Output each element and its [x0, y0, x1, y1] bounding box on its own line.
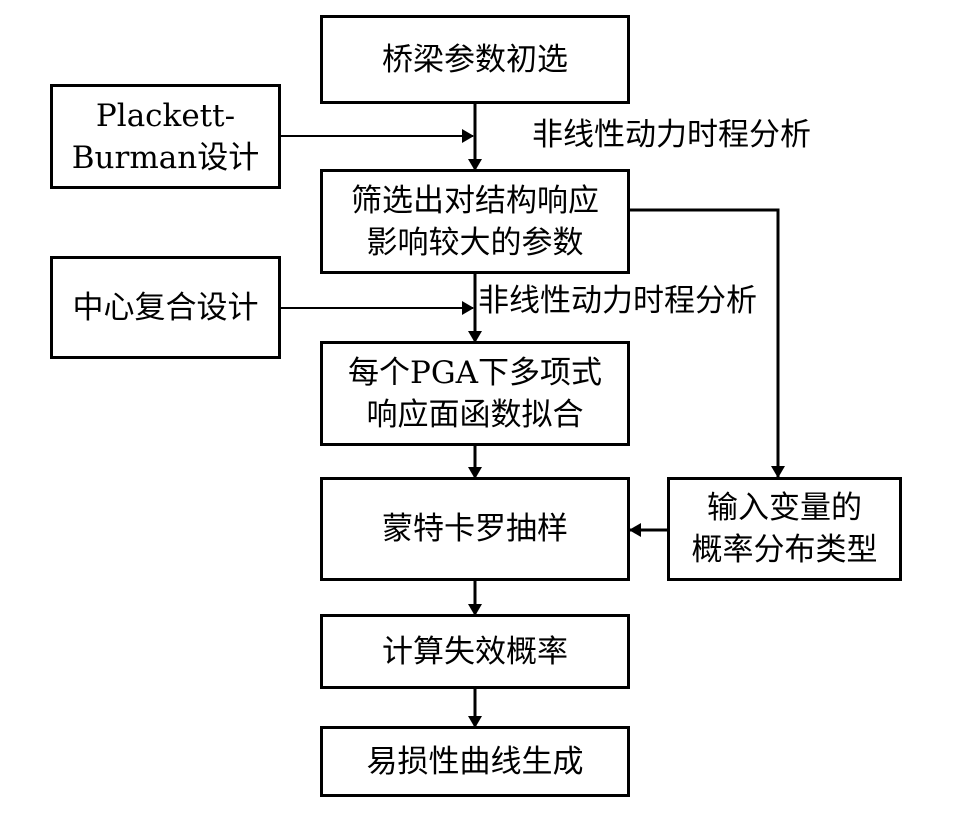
node-initial-selection: 桥梁参数初选 [320, 15, 630, 104]
node-central-composite: 中心复合设计 [50, 256, 281, 359]
node-response-surface-fit: 每个PGA下多项式 响应面函数拟合 [320, 341, 630, 446]
node-curve-text: 易损性曲线生成 [366, 743, 584, 780]
node-input-distribution: 输入变量的 概率分布类型 [667, 477, 902, 581]
node-dist-line1: 输入变量的 [707, 490, 862, 526]
node-dist-line2: 概率分布类型 [691, 532, 878, 568]
label-nonlinear-analysis-1: 非线性动力时程分析 [532, 117, 811, 153]
node-monte-carlo: 蒙特卡罗抽样 [320, 477, 630, 581]
node-ccd-text: 中心复合设计 [72, 289, 259, 326]
node-screen-line2: 影响较大的参数 [366, 224, 584, 261]
node-initial-selection-text: 桥梁参数初选 [382, 41, 568, 78]
node-fit-line1: 每个PGA下多项式 [347, 354, 602, 391]
node-screen-parameters: 筛选出对结构响应 影响较大的参数 [320, 169, 630, 274]
node-fit-line2: 响应面函数拟合 [366, 396, 584, 433]
arrow-screen-to-dist [628, 208, 785, 478]
node-monte-text: 蒙特卡罗抽样 [382, 511, 568, 547]
node-failure-probability: 计算失效概率 [320, 614, 630, 689]
node-fragility-curve: 易损性曲线生成 [320, 726, 630, 797]
node-failure-text: 计算失效概率 [382, 633, 568, 670]
node-plackett-line1: Plackett- [95, 97, 236, 134]
node-plackett-line2: Burman设计 [71, 139, 260, 176]
label-nonlinear-analysis-2: 非线性动力时程分析 [478, 283, 757, 319]
node-plackett-burman: Plackett- Burman设计 [50, 84, 281, 189]
node-screen-line1: 筛选出对结构响应 [351, 182, 599, 219]
